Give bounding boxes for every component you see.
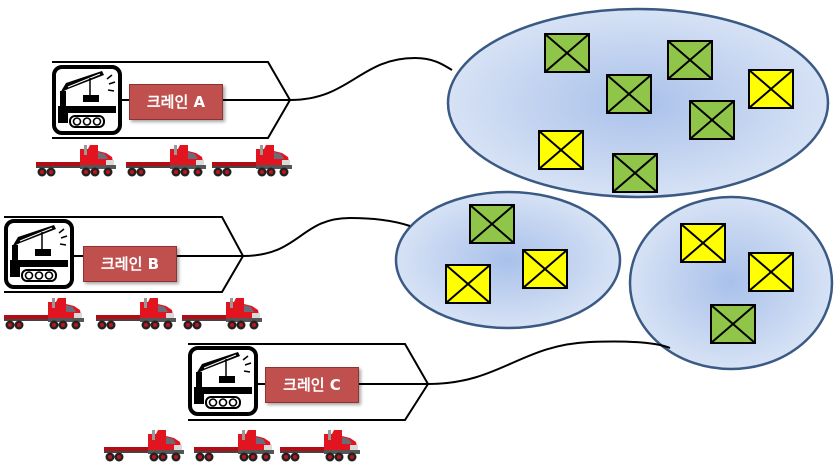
connector-c (427, 340, 671, 385)
container-box-icon (544, 33, 590, 73)
container-box-icon (667, 40, 713, 80)
truck-icon (36, 145, 116, 177)
crane-icon (52, 65, 122, 135)
truck-icon (194, 430, 274, 462)
container-box-icon (522, 249, 568, 289)
crane-icon (188, 346, 258, 416)
connector-a (289, 56, 453, 101)
container-box-icon (538, 130, 584, 170)
container-box-icon (689, 100, 735, 140)
container-box-icon (469, 204, 515, 244)
container-box-icon (612, 153, 658, 193)
truck-icon (4, 298, 84, 330)
container-box-icon (710, 304, 756, 344)
container-box-icon (606, 74, 652, 114)
container-box-icon (748, 69, 794, 109)
container-box-icon (748, 252, 794, 292)
crane-label-b: 크레인 B (83, 246, 177, 282)
crane-label-a: 크레인 A (129, 84, 223, 120)
container-box-icon (680, 223, 726, 263)
truck-icon (212, 145, 292, 177)
crane-label-c: 크레인 C (265, 367, 359, 403)
truck-icon (104, 430, 184, 462)
connector-b (242, 216, 411, 257)
truck-icon (126, 145, 206, 177)
crane-icon (4, 219, 74, 289)
truck-icon (280, 430, 360, 462)
truck-icon (182, 298, 262, 330)
container-box-icon (445, 264, 491, 304)
truck-icon (96, 298, 176, 330)
